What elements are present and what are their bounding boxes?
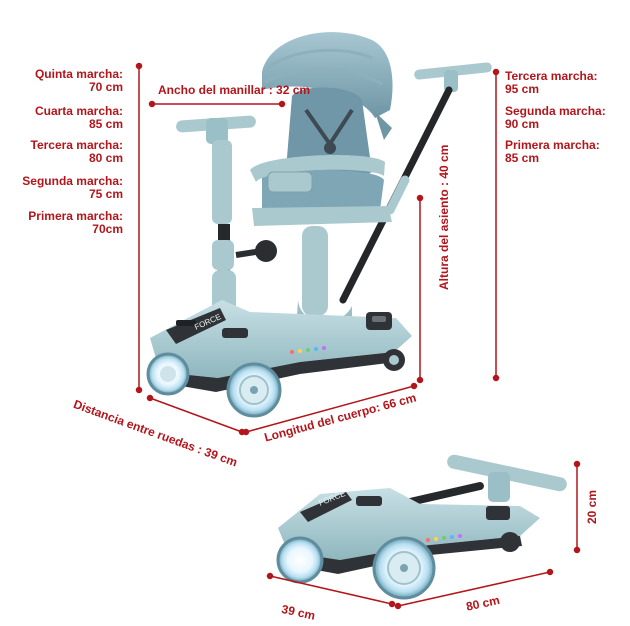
gear-5-label: Quinta marcha: <box>34 67 123 81</box>
push-handle-clamp <box>444 70 458 92</box>
gear-1-value: 70cm <box>92 222 123 236</box>
body-length-line <box>245 385 415 433</box>
folded-deck <box>278 488 540 560</box>
scooter-stroller-assembled: FORCE <box>146 32 492 418</box>
led-strip <box>290 346 326 354</box>
seat-post <box>302 226 328 316</box>
push-gear-2-value: 90 cm <box>505 117 540 131</box>
push-gear-3-label: Tercera marcha: <box>505 69 598 83</box>
folded-led-strip <box>426 534 462 542</box>
push-gear-2-label: Segunda marcha: <box>505 104 606 118</box>
wheelbase-line <box>149 397 243 433</box>
gear-4-value: 85 cm <box>88 117 123 131</box>
seat-height-label: Altura del asiento : 40 cm <box>437 144 451 290</box>
folded-rear-wheel <box>500 532 520 552</box>
push-gear-1-value: 85 cm <box>505 151 540 165</box>
gear-3-value: 80 cm <box>88 151 123 165</box>
folded-height-label: 20 cm <box>585 489 599 524</box>
gear-5-value: 70 cm <box>88 80 123 94</box>
scooter-folded: FORCE <box>276 454 567 600</box>
gear-1-label: Primera marcha: <box>28 209 123 223</box>
push-gear-1-label: Primera marcha: <box>505 138 600 152</box>
handlebar-width-label: Ancho del manillar : 32 cm <box>158 83 311 97</box>
gear-2-label: Segunda marcha: <box>22 174 123 188</box>
steering-column <box>212 140 232 224</box>
folded-width-line <box>269 575 393 605</box>
push-gear-3-value: 95 cm <box>505 82 540 96</box>
safety-bar <box>250 155 385 182</box>
gear-2-value: 75 cm <box>88 187 123 201</box>
dimension-lines <box>135 62 581 610</box>
gear-3-label: Tercera marcha: <box>30 138 124 152</box>
gear-4-label: Cuarta marcha: <box>34 104 123 118</box>
folded-length-line <box>397 571 551 607</box>
folded-front-wheel-left <box>276 536 324 584</box>
